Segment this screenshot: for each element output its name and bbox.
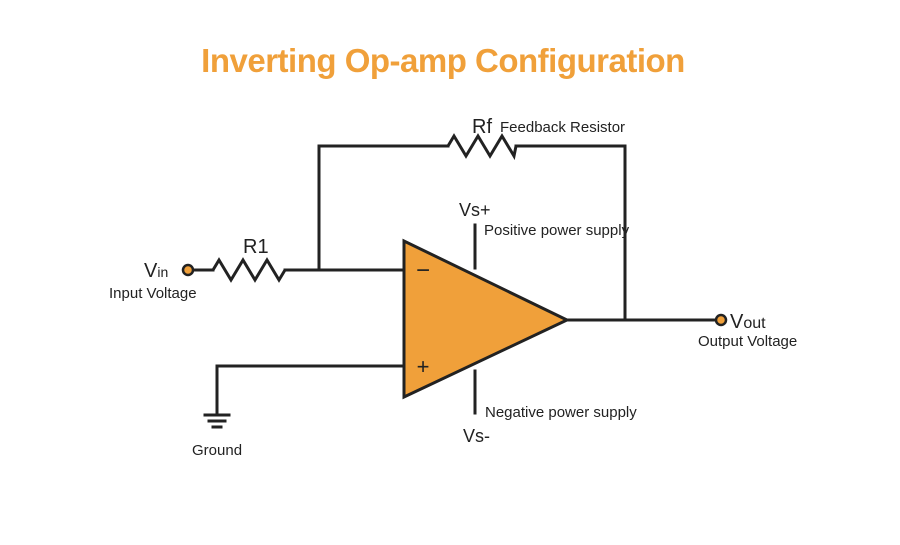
vout-subscript: out	[743, 315, 766, 332]
vs-minus-label: Vs-	[463, 426, 490, 446]
rf-label: Rf	[472, 116, 492, 138]
feedback-wire	[317, 144, 627, 322]
input-terminal	[181, 263, 195, 277]
vout-main: V	[730, 311, 744, 333]
page-title: Inverting Op-amp Configuration	[201, 42, 685, 79]
input-resistor	[211, 257, 287, 283]
non-inverting-input-sign: +	[417, 354, 430, 379]
vs-plus-label: Vs+	[459, 200, 491, 220]
inverting-input-sign: −	[416, 257, 430, 284]
ground-icon	[203, 413, 231, 429]
negative-supply-label: Negative power supply	[485, 404, 637, 421]
ground-label: Ground	[192, 442, 242, 459]
vout-label: Vout	[730, 311, 766, 333]
output-voltage-label: Output Voltage	[698, 333, 797, 350]
feedback-resistor-label: Feedback Resistor	[500, 119, 625, 136]
r1-label: R1	[243, 236, 269, 258]
vin-label: Vin	[144, 260, 168, 282]
output-terminal	[714, 313, 728, 327]
op-amp-triangle	[402, 238, 571, 400]
feedback-resistor	[446, 133, 518, 161]
positive-supply-label: Positive power supply	[484, 222, 630, 239]
ground-wire	[215, 364, 406, 416]
input-voltage-label: Input Voltage	[109, 285, 197, 302]
vin-subscript: in	[157, 264, 168, 280]
vin-main: V	[144, 260, 158, 282]
